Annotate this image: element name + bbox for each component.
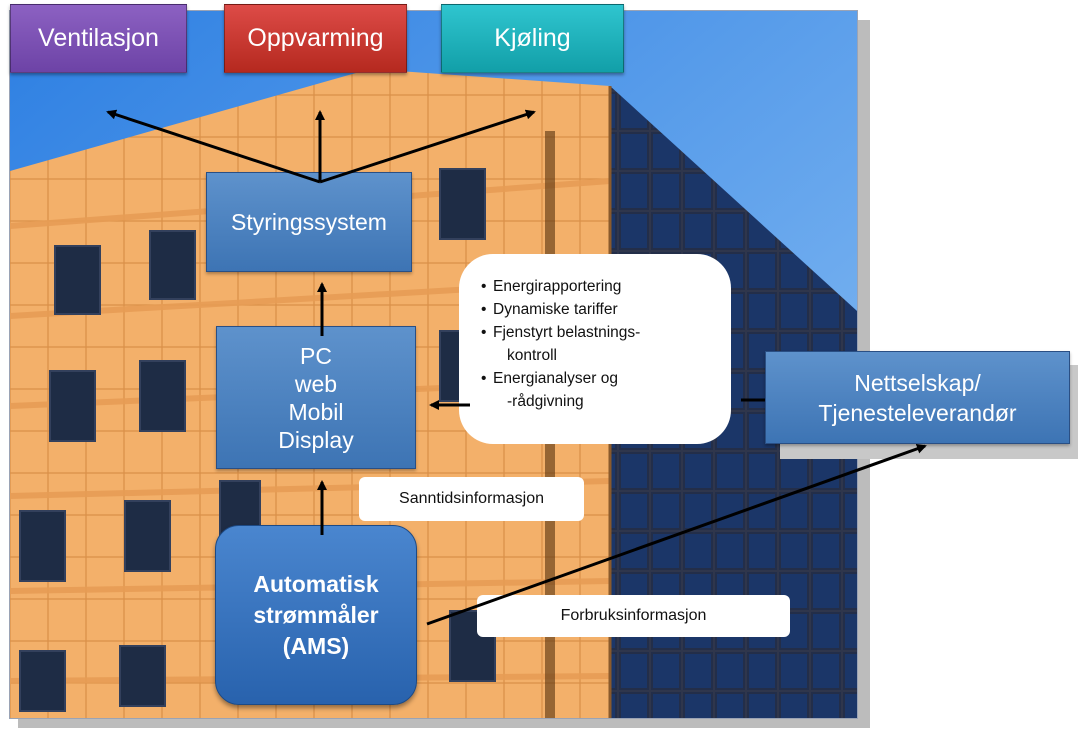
service-fjernstyrt-line-2: kontroll (507, 347, 557, 364)
oppvarming-label: Oppvarming (247, 24, 384, 52)
ventilasjon-box: Ventilasjon (10, 4, 187, 73)
ams-line-2: strømmåler (253, 601, 379, 628)
service-item: Energianalyser og -rådgivning (481, 367, 731, 413)
provider-line-1: Nettselskap/ (854, 369, 981, 396)
service-item: Dynamiske tariffer (481, 298, 731, 321)
services-list: Energirapportering Dynamiske tariffer Fj… (481, 275, 731, 413)
kjoling-box: Kjøling (441, 4, 624, 73)
service-energirapportering: Energirapportering (493, 278, 622, 295)
service-item: Fjenstyrt belastnings-kontroll (481, 321, 731, 367)
styringssystem-label: Styringssystem (231, 208, 387, 235)
forbruksinformasjon-label: Forbruksinformasjon (477, 595, 790, 637)
ams-line-1: Automatisk (253, 570, 379, 597)
device-display: Display (278, 426, 354, 453)
styringssystem-box: Styringssystem (206, 172, 412, 272)
service-item: Energirapportering (481, 275, 731, 298)
device-web: web (294, 370, 338, 397)
sanntidsinformasjon-label: Sanntidsinformasjon (359, 477, 584, 521)
service-dynamiske-tariffer: Dynamiske tariffer (493, 301, 618, 318)
service-energianalyser-line-2: -rådgivning (507, 393, 584, 410)
services-card: Energirapportering Dynamiske tariffer Fj… (459, 254, 731, 444)
kjoling-label: Kjøling (494, 24, 571, 52)
sanntidsinformasjon-text: Sanntidsinformasjon (399, 490, 544, 507)
ams-line-3: (AMS) (282, 632, 350, 659)
forbruksinformasjon-text: Forbruksinformasjon (560, 607, 707, 624)
service-energianalyser-line-1: Energianalyser og (493, 370, 618, 387)
oppvarming-box: Oppvarming (224, 4, 407, 73)
device-pc: PC (300, 342, 332, 369)
provider-box: Nettselskap/ Tjenesteleverandør (765, 351, 1070, 444)
device-mobil: Mobil (288, 398, 344, 425)
devices-box: PC web Mobil Display (216, 326, 416, 469)
provider-line-2: Tjenesteleverandør (818, 399, 1017, 426)
ventilasjon-label: Ventilasjon (38, 24, 159, 52)
ams-box: Automatisk strømmåler (AMS) (215, 525, 417, 705)
service-fjernstyrt-line-1: Fjenstyrt belastnings- (493, 324, 641, 341)
